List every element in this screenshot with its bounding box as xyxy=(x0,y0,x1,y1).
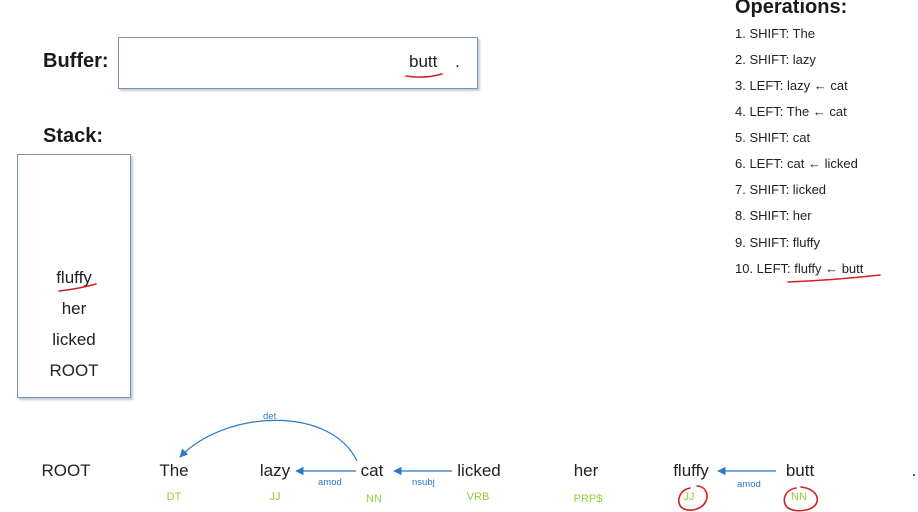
operation-4: 4. LEFT: The ← cat xyxy=(735,104,847,119)
stack-item-licked: licked xyxy=(52,330,96,349)
pos-tag-fluffy: JJ xyxy=(683,491,695,503)
underline-operation-10 xyxy=(787,274,881,283)
operation-2: 2. SHIFT: lazy xyxy=(735,52,816,67)
stack-title: Stack: xyxy=(43,125,104,147)
operation-9: 9. SHIFT: fluffy xyxy=(735,235,821,250)
token-cat: cat xyxy=(360,461,384,480)
pos-tag-her: PRP$ xyxy=(573,493,603,505)
arc-label-nsubj: nsubj xyxy=(412,477,435,488)
stack-item-fluffy: fluffy xyxy=(56,268,92,287)
operation-10: 10. LEFT: fluffy ← butt xyxy=(735,261,864,276)
token-root: ROOT xyxy=(41,461,91,480)
token-her: her xyxy=(573,461,599,480)
arc-label-det: det xyxy=(263,411,277,422)
arc-label-amod-fluffy: amod xyxy=(737,479,761,490)
operation-6: 6. LEFT: cat ← licked xyxy=(735,156,858,171)
pos-tag-lazy: JJ xyxy=(269,491,281,503)
operation-1: 1. SHIFT: The xyxy=(735,26,815,41)
pos-tag-licked: VRB xyxy=(466,491,490,503)
buffer-word-butt: butt xyxy=(409,52,438,71)
token-period: . xyxy=(911,461,917,480)
token-licked: licked xyxy=(457,461,501,480)
stack-item-root: ROOT xyxy=(49,361,99,380)
operation-8: 8. SHIFT: her xyxy=(735,208,812,223)
operation-3: 3. LEFT: lazy ← cat xyxy=(735,78,848,93)
arc-det xyxy=(179,419,358,462)
token-lazy: lazy xyxy=(259,461,291,480)
buffer-word-period: . xyxy=(455,52,460,71)
pos-tag-cat: NN xyxy=(366,493,382,505)
token-fluffy: fluffy xyxy=(673,461,709,480)
buffer-title: Buffer: xyxy=(43,50,109,72)
operations-title: Operations: xyxy=(735,0,848,18)
pos-tag-the: DT xyxy=(166,491,182,503)
token-the: The xyxy=(159,461,189,480)
buffer-box: butt . xyxy=(118,37,478,89)
stack-item-her: her xyxy=(61,299,87,318)
operation-7: 7. SHIFT: licked xyxy=(735,182,827,197)
stack-box: fluffy her licked ROOT xyxy=(17,154,131,398)
token-butt: butt xyxy=(785,461,815,480)
operation-5: 5. SHIFT: cat xyxy=(735,130,811,145)
pos-tag-butt: NN xyxy=(791,491,807,503)
